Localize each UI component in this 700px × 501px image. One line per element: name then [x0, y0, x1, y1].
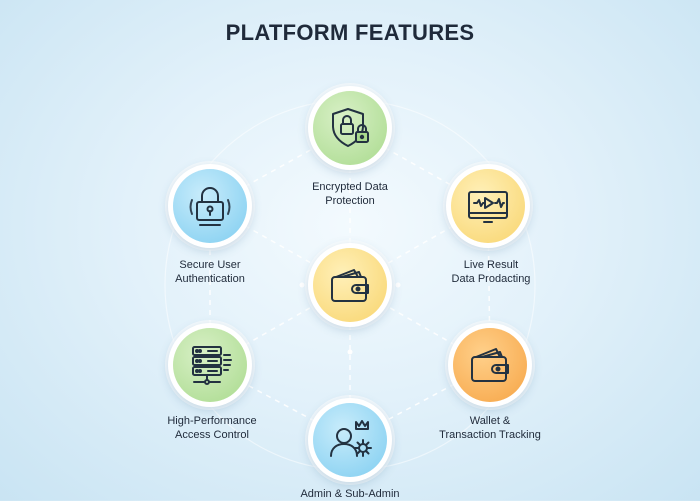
feature-node-auth[interactable] [168, 164, 252, 248]
feature-node-wallet[interactable] [448, 323, 532, 407]
wallet-icon [331, 269, 369, 302]
feature-node-live-result[interactable] [446, 164, 530, 248]
admin-crown-gear-icon [330, 420, 372, 457]
feature-node-admin[interactable] [308, 398, 392, 482]
feature-label-admin: Admin & Sub-Admin [300, 488, 400, 500]
wallet-icon [471, 348, 509, 382]
server-stack-icon [192, 346, 232, 385]
feature-node-encrypted[interactable] [308, 86, 392, 170]
center-node[interactable] [308, 243, 392, 327]
feature-label-wallet: Wallet &Transaction Tracking [439, 415, 541, 441]
page-title: PLATFORM FEATURES [225, 20, 475, 45]
padlock-icon [189, 187, 231, 226]
video-player-icon [468, 191, 508, 223]
feature-node-access-control[interactable] [168, 323, 252, 407]
shield-lock-icon [332, 108, 369, 147]
